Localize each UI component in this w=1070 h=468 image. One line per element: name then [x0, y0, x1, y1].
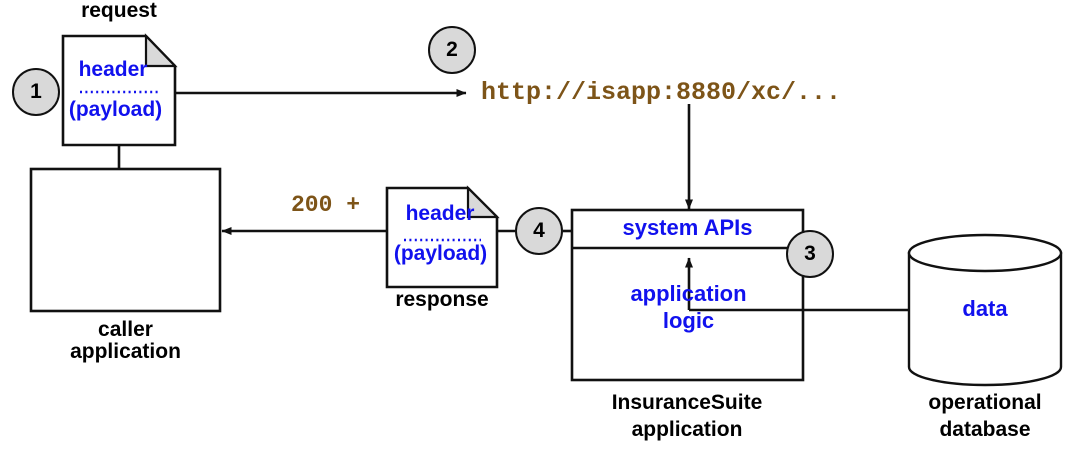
caller-caption-line1: caller: [98, 318, 153, 341]
step-marker-3[interactable]: 3: [786, 230, 834, 278]
insurancesuite-caption: InsuranceSuite application: [556, 391, 818, 442]
system-apis-label: system APIs: [622, 215, 753, 240]
step-marker-4[interactable]: 4: [515, 207, 563, 255]
insurancesuite-caption-line2: application: [631, 418, 743, 442]
database-caption-line2: database: [939, 418, 1031, 442]
step-marker-1[interactable]: 1: [12, 68, 60, 116]
response-caption: response: [395, 288, 489, 311]
operational-database-cylinder: [907, 233, 1063, 387]
insurancesuite-application-box: [570, 208, 805, 382]
step-marker-2[interactable]: 2: [428, 26, 476, 74]
request-caption: request: [81, 0, 157, 22]
response-status-text: 200 +: [291, 192, 361, 218]
application-logic-line1: application: [630, 281, 747, 306]
application-logic-label: application logic: [596, 282, 781, 332]
request-header-label: header: [78, 58, 148, 81]
caller-caption-line2: application: [70, 340, 181, 364]
application-logic-line2: logic: [662, 308, 715, 334]
database-caption: operational database: [898, 391, 1070, 442]
response-document-shape: [385, 185, 500, 289]
response-header-label: header: [405, 202, 475, 225]
request-payload-label: (payload): [68, 98, 163, 121]
response-payload-label: (payload): [393, 242, 488, 265]
database-data-label: data: [962, 296, 1008, 321]
database-caption-line1: operational: [928, 391, 1042, 414]
insurancesuite-caption-line1: InsuranceSuite: [611, 391, 763, 414]
request-document-shape: [61, 33, 178, 147]
caller-application-caption: caller application: [31, 318, 220, 364]
request-url-text: http://isapp:8880/xc/...: [481, 78, 842, 107]
caller-application-box: [29, 167, 222, 313]
